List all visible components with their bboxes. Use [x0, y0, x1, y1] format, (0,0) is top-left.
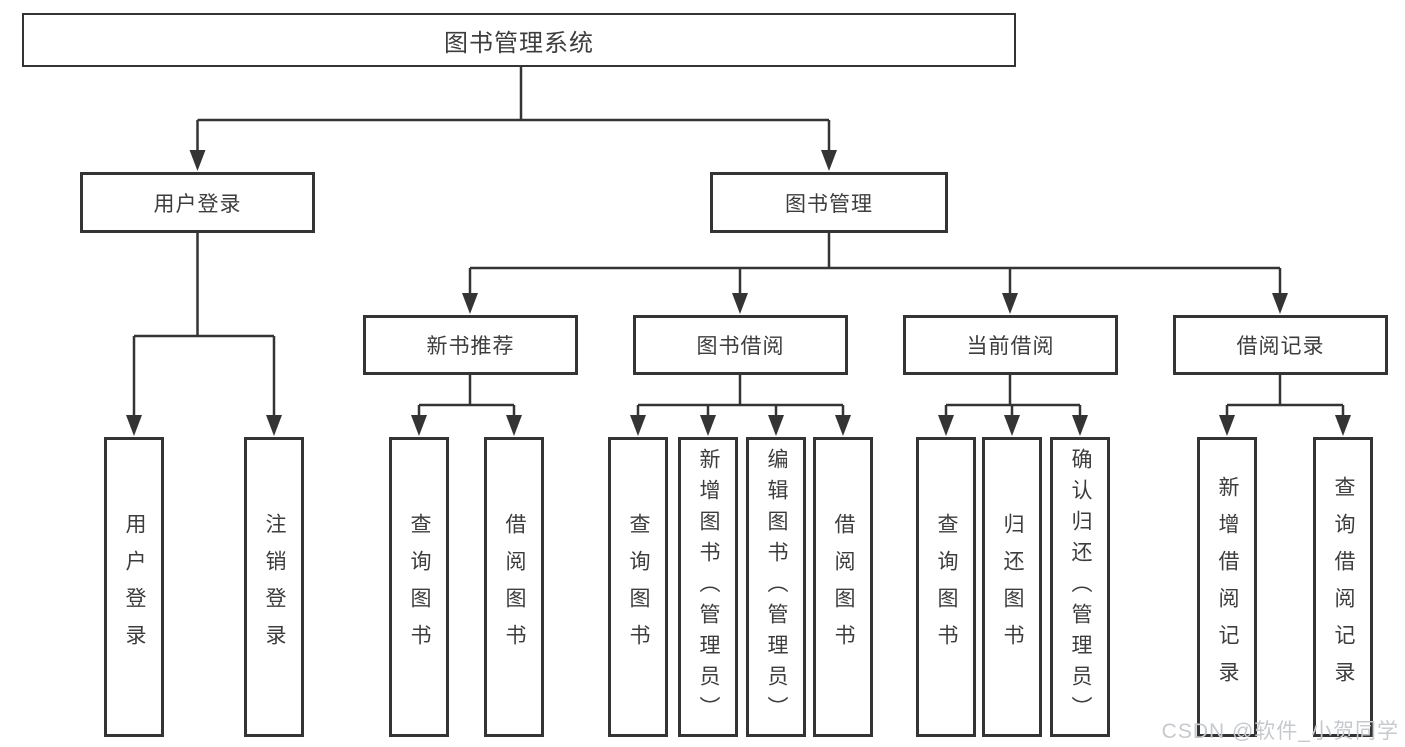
leaf-borrow-books-1: 借阅图书: [484, 437, 544, 737]
leaf-query-books-2: 查询图书: [608, 437, 668, 737]
node-user-login-branch: 用户登录: [80, 172, 315, 233]
leaf-borrow-books-2: 借阅图书: [813, 437, 873, 737]
leaf-query-books-1: 查询图书: [389, 437, 449, 737]
node-current-borrowing: 当前借阅: [903, 315, 1118, 375]
leaf-query-borrow-record: 查询借阅记录: [1313, 437, 1373, 737]
node-root-system: 图书管理系统: [22, 13, 1016, 67]
leaf-query-books-3: 查询图书: [916, 437, 976, 737]
leaf-edit-books-admin: 编辑图书（管理员）: [746, 437, 806, 737]
leaf-confirm-return-admin: 确认归还（管理员）: [1050, 437, 1110, 737]
node-book-borrowing: 图书借阅: [633, 315, 848, 375]
leaf-user-login: 用户登录: [104, 437, 164, 737]
leaf-return-books: 归还图书: [982, 437, 1042, 737]
csdn-watermark: CSDN @软件_小贺同学: [1161, 720, 1399, 743]
node-borrowing-records: 借阅记录: [1173, 315, 1388, 375]
node-new-book-recommendation: 新书推荐: [363, 315, 578, 375]
node-book-management-branch: 图书管理: [710, 172, 948, 233]
arrowheads: [126, 150, 1351, 436]
leaf-logout: 注销登录: [244, 437, 304, 737]
leaf-add-borrow-record: 新增借阅记录: [1197, 437, 1257, 737]
leaf-add-books-admin: 新增图书（管理员）: [678, 437, 738, 737]
